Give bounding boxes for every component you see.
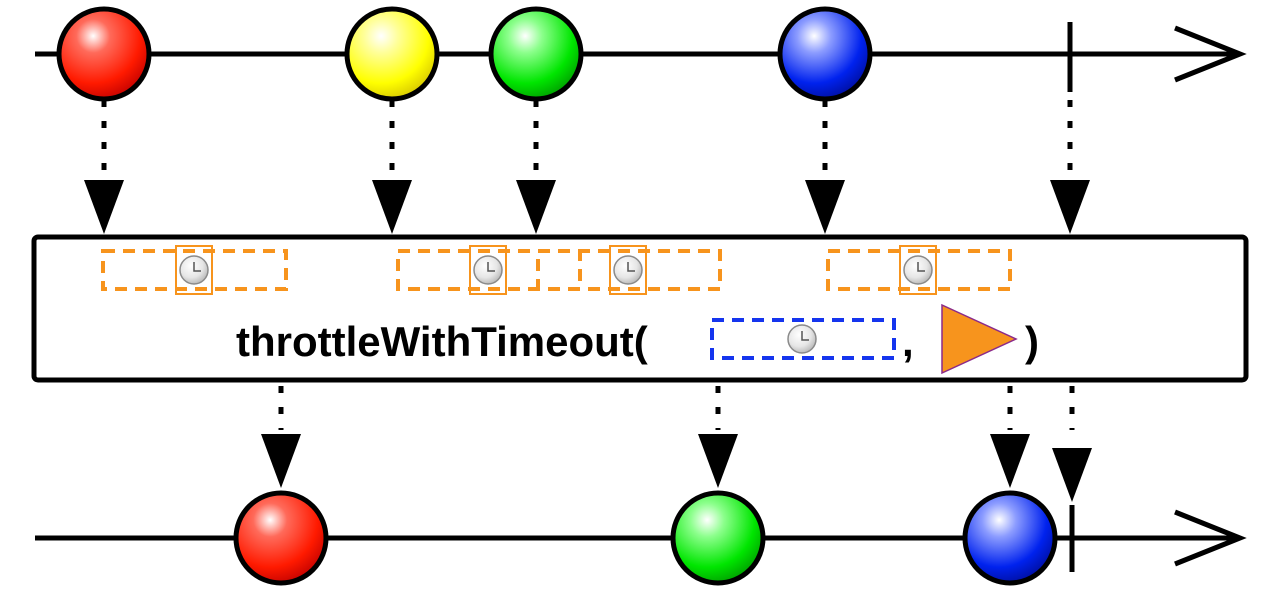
output-arrowheads: [261, 434, 1092, 502]
operator-box: throttleWithTimeout( , ): [31, 234, 1249, 383]
operator-name: throttleWithTimeout(: [236, 318, 648, 365]
input-connectors: [101, 100, 1073, 176]
timeout-window-blue: [826, 249, 1012, 291]
output-connectors: [278, 386, 1075, 430]
output-marble-blue: [962, 490, 1058, 586]
input-arrowheads: [84, 180, 1090, 234]
clock-icon: [175, 245, 213, 295]
arrow-head-icon: [1174, 25, 1247, 83]
input-timeline: [35, 22, 1247, 92]
input-marbles: [56, 6, 873, 102]
arrow-head-icon: [1050, 180, 1090, 234]
input-marble-red: [56, 6, 152, 102]
timeout-windows: [101, 249, 1012, 291]
timeout-parameter-box: [710, 318, 896, 360]
arrow-head-icon: [1174, 509, 1247, 567]
parameter-separator: ,: [902, 318, 914, 365]
timeout-window-green: [536, 249, 722, 291]
clock-icon: [787, 324, 817, 354]
arrow-head-icon: [1052, 448, 1092, 502]
output-marble-green: [670, 490, 766, 586]
output-marbles: [233, 490, 1058, 586]
scheduler-triangle-icon: [941, 303, 1018, 375]
output-marble-red: [233, 490, 329, 586]
input-marble-yellow: [344, 6, 440, 102]
clock-icon: [609, 245, 647, 295]
timeout-window-red: [101, 249, 288, 291]
arrow-head-icon: [990, 434, 1030, 488]
clock-icon: [899, 245, 937, 295]
input-marble-green: [488, 6, 584, 102]
timeout-window-yellow: [396, 249, 582, 291]
operator-close-paren: ): [1025, 318, 1039, 365]
arrow-head-icon: [516, 180, 556, 234]
arrow-head-icon: [698, 434, 738, 488]
output-timeline: [35, 505, 1247, 572]
input-marble-blue: [777, 6, 873, 102]
arrow-head-icon: [261, 434, 301, 488]
arrow-head-icon: [805, 180, 845, 234]
arrow-head-icon: [84, 180, 124, 234]
clock-icon: [469, 245, 507, 295]
arrow-head-icon: [372, 180, 412, 234]
